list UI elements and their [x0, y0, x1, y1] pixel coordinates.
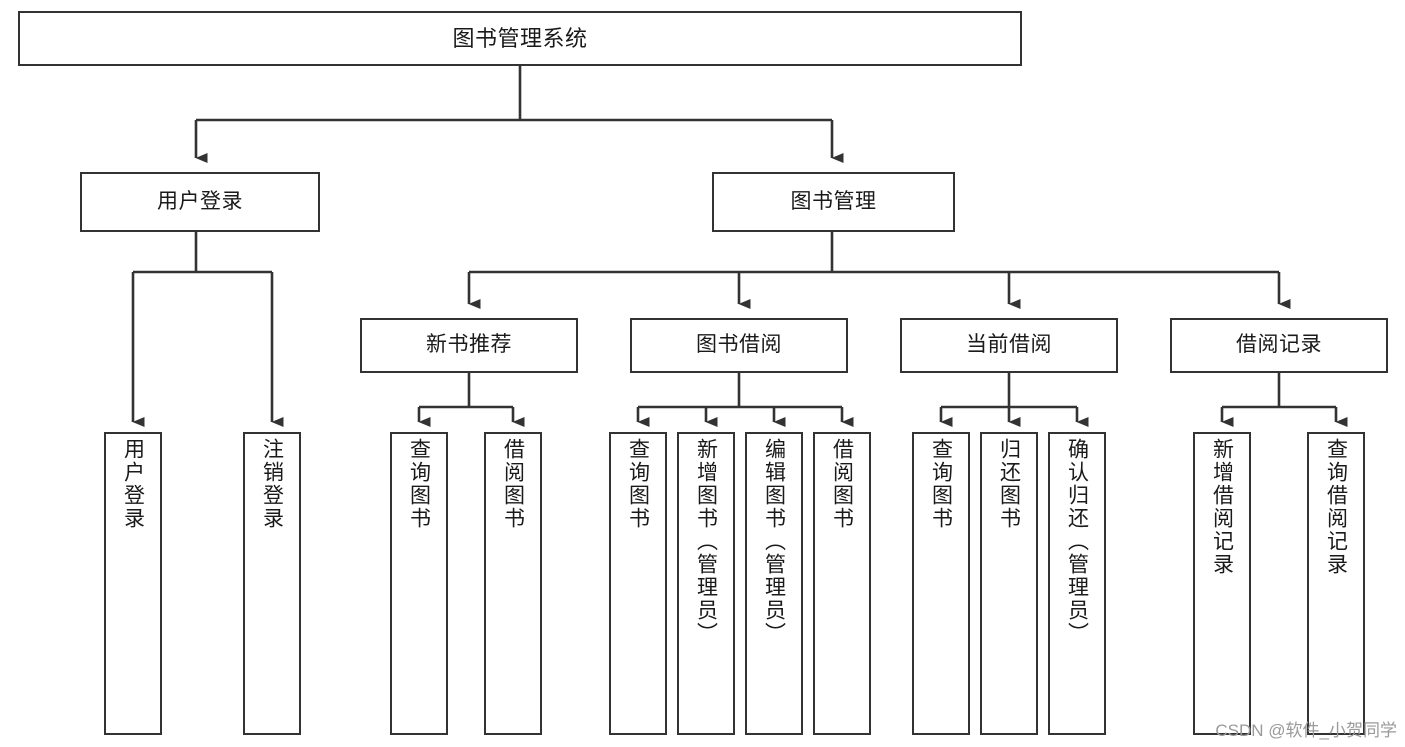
leaf-add-book-admin[interactable]: 新增图书（管理员）: [677, 432, 735, 735]
leaf-add-borrow-record[interactable]: 新增借阅记录: [1193, 432, 1251, 735]
leaf-logout-login[interactable]: 注销登录: [243, 432, 301, 735]
node-label: 查询图书: [407, 438, 431, 530]
node-book-manage[interactable]: 图书管理: [712, 172, 955, 232]
watermark-credit: CSDN @软件_小贺同学: [1215, 721, 1397, 740]
node-label: 查询借阅记录: [1324, 438, 1348, 576]
node-label: 归还图书: [997, 438, 1021, 530]
leaf-query-book-recommend[interactable]: 查询图书: [390, 432, 448, 735]
node-borrow-record[interactable]: 借阅记录: [1170, 318, 1388, 373]
node-label: 查询图书: [626, 438, 650, 530]
node-label: 借阅图书: [501, 438, 525, 530]
node-current-borrow[interactable]: 当前借阅: [900, 318, 1118, 373]
leaf-borrow-book-recommend[interactable]: 借阅图书: [484, 432, 542, 735]
leaf-edit-book-admin[interactable]: 编辑图书（管理员）: [745, 432, 803, 735]
node-label: 注销登录: [260, 438, 284, 530]
leaf-return-book[interactable]: 归还图书: [980, 432, 1038, 735]
node-label: 借阅图书: [830, 438, 854, 530]
node-label: 借阅记录: [1236, 333, 1322, 357]
leaf-query-borrow-record[interactable]: 查询借阅记录: [1307, 432, 1365, 735]
node-label: 确认归还（管理员）: [1065, 438, 1089, 645]
node-label: 用户登录: [157, 189, 243, 213]
node-label: 新增借阅记录: [1210, 438, 1234, 576]
leaf-confirm-return-admin[interactable]: 确认归还（管理员）: [1048, 432, 1106, 735]
node-label: 新增图书（管理员）: [694, 438, 718, 645]
node-label: 图书管理系统: [452, 25, 588, 51]
node-label: 用户登录: [121, 438, 145, 530]
leaf-query-book-current[interactable]: 查询图书: [912, 432, 970, 735]
node-root-system[interactable]: 图书管理系统: [18, 11, 1022, 66]
node-label: 当前借阅: [966, 333, 1052, 357]
leaf-borrow-book[interactable]: 借阅图书: [813, 432, 871, 735]
node-label: 查询图书: [929, 438, 953, 530]
node-label: 图书借阅: [696, 333, 782, 357]
leaf-query-book-borrow[interactable]: 查询图书: [609, 432, 667, 735]
node-label: 编辑图书（管理员）: [762, 438, 786, 645]
node-user-login[interactable]: 用户登录: [80, 172, 320, 232]
node-new-book-recommend[interactable]: 新书推荐: [360, 318, 578, 373]
node-label: 新书推荐: [426, 333, 512, 357]
leaf-user-login[interactable]: 用户登录: [104, 432, 162, 735]
node-book-borrow[interactable]: 图书借阅: [630, 318, 848, 373]
node-label: 图书管理: [790, 189, 877, 213]
